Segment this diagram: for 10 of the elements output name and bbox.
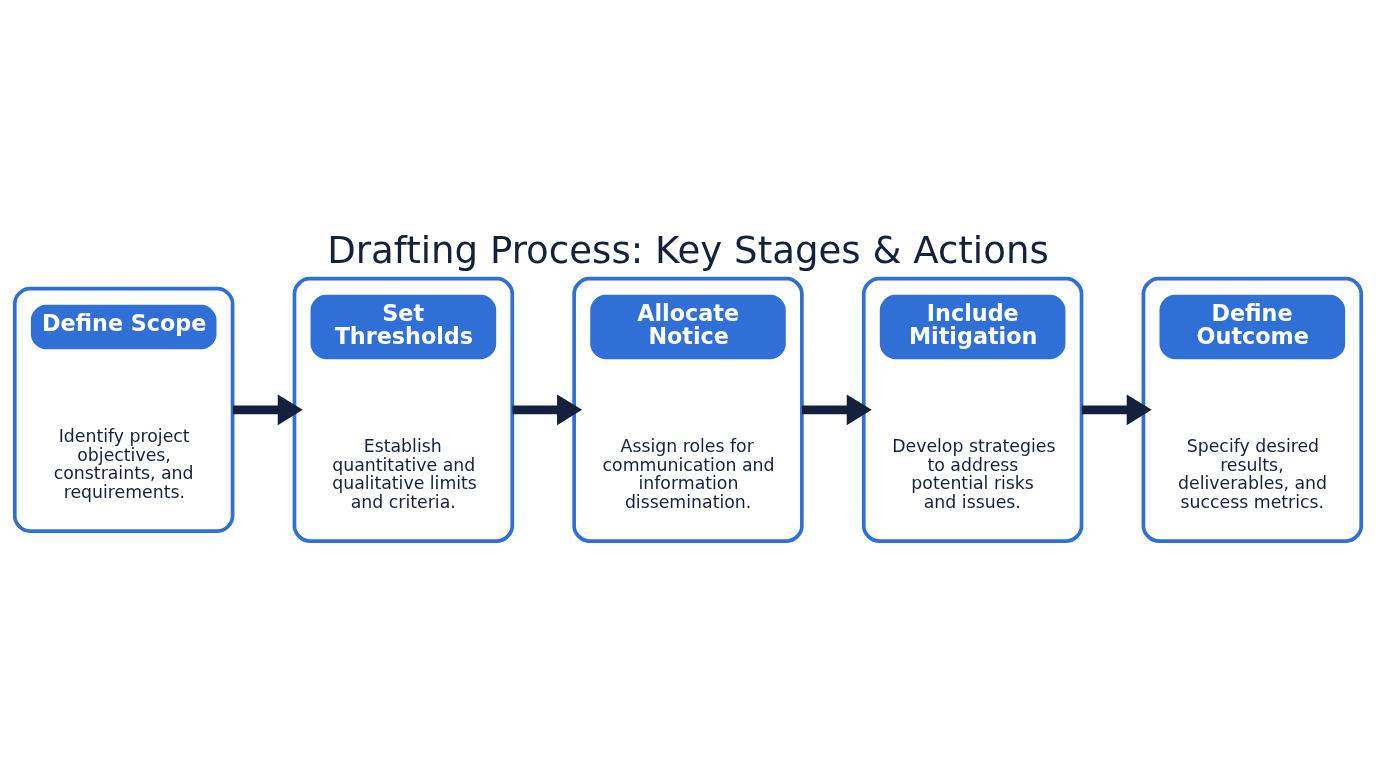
node-box: Allocate Notice Assign roles for communication and information dissemination. — [572, 276, 804, 543]
node-box: Define Outcome Specify desired results, deliverables, and success metrics. — [1141, 276, 1364, 543]
arrow — [801, 394, 872, 425]
arrow — [1081, 394, 1152, 425]
arrow — [232, 394, 303, 425]
node-box: Include Mitigation Develop strategies to address potential risks and issues. — [861, 276, 1084, 543]
node-box: Define Scope Identify project objectives, constraints, and requirements. — [12, 286, 235, 533]
node-box: Set Thresholds Establish quantitative and qualitative limits and criteria. — [292, 276, 515, 543]
arrow — [512, 394, 583, 425]
diagram-title: Drafting Process: Key Stages & Actions — [327, 228, 1049, 272]
